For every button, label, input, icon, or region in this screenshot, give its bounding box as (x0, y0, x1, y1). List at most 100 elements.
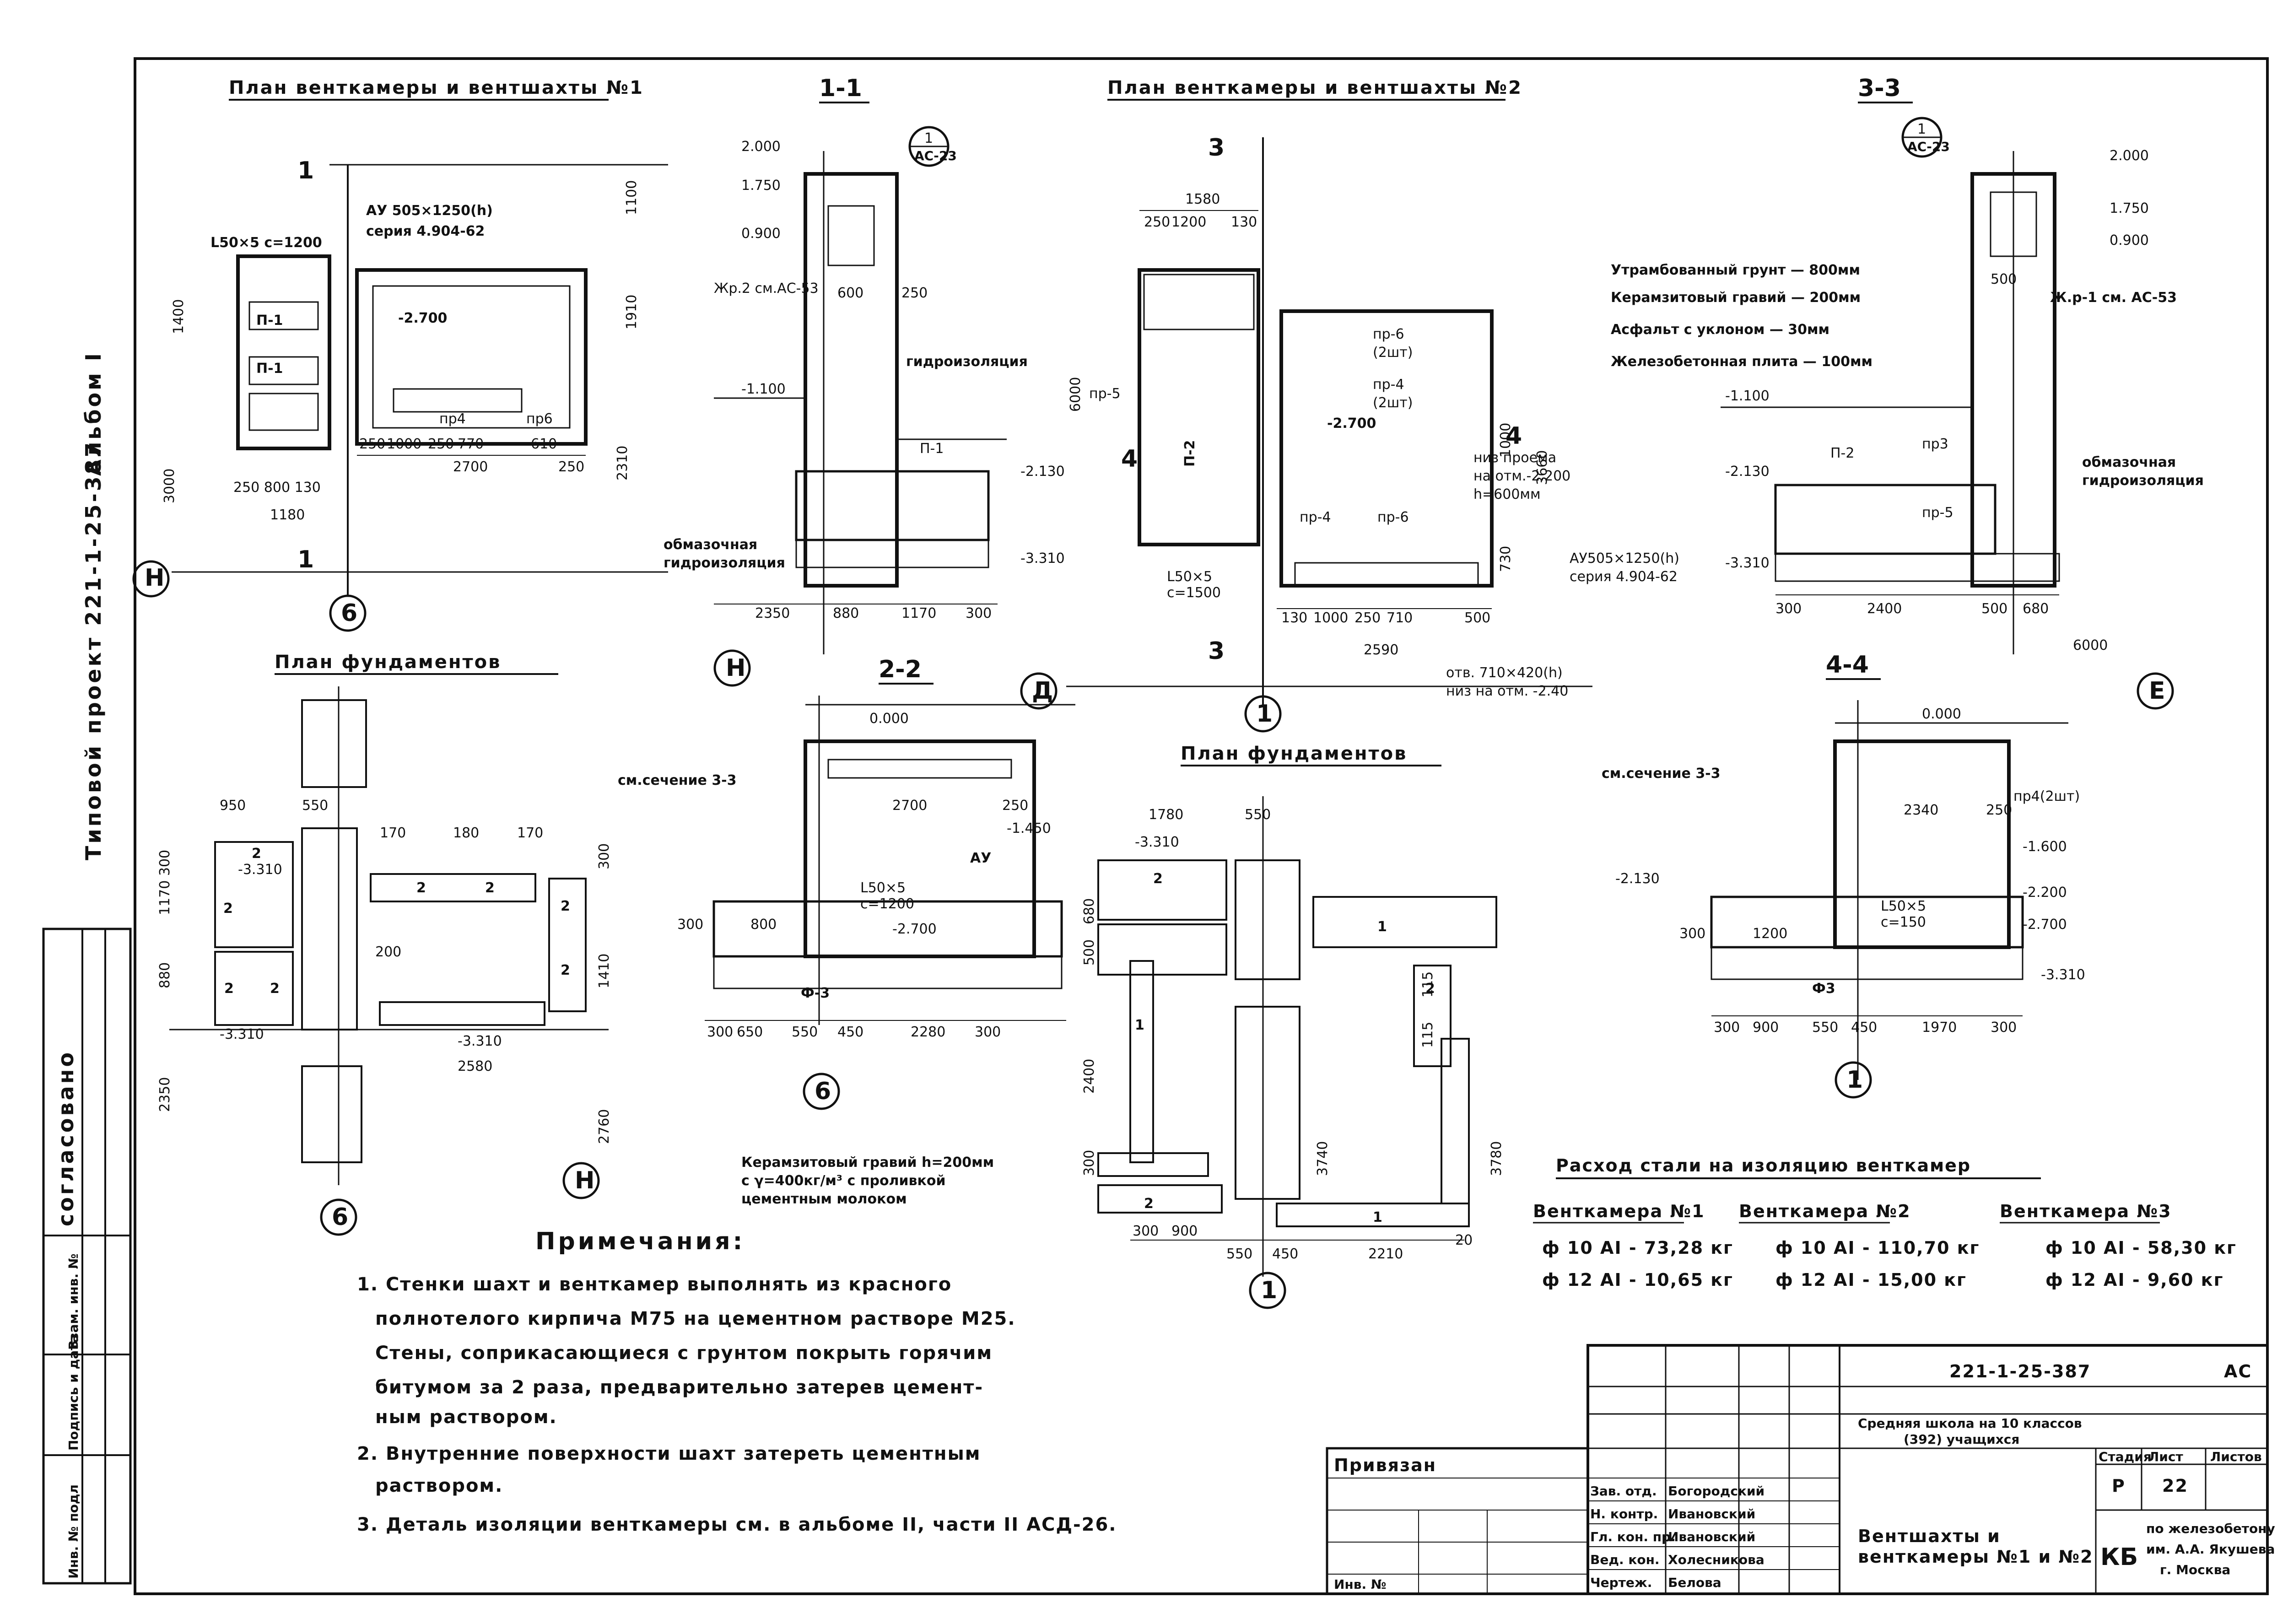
s11-level-3: -1.100 (741, 381, 786, 397)
found2-mark-4: 2 (1144, 1196, 1154, 1212)
s33-layer-1: Керамзитовый гравий — 200мм (1611, 290, 1861, 306)
axis-n-label-3: Н (575, 1167, 595, 1194)
s44-level-2: -2.200 (2023, 885, 2067, 901)
stamp-org2: им. А.А. Якушева (2146, 1542, 2275, 1557)
plan1-p1-b: П-1 (256, 361, 283, 377)
s44-level-3: -2.700 (2023, 917, 2067, 933)
s44-d1200: 1200 (1753, 926, 1787, 942)
s33-dim2: 500 (1981, 601, 2007, 617)
s22-au: АУ (970, 850, 991, 866)
plan2-pr4b: пр-4 (1300, 509, 1331, 525)
plan2-angle1: L50×5 (1167, 569, 1212, 585)
view-titles: План венткамеры и вентшахты №1 1-1 План … (229, 75, 1913, 766)
axis-6-marker-2 (320, 1198, 357, 1236)
stamp-role-2: Гл. кон. пр. (1590, 1529, 1676, 1544)
plan1-view: АУ 505×1250(h) серия 4.904-62 L50×5 с=12… (132, 157, 668, 632)
found1-dim-v4: 2760 (596, 1109, 612, 1144)
s11-detail-ref (908, 126, 950, 167)
s22-note2: с γ=400кг/м³ с проливкой (741, 1173, 946, 1189)
found1-level-1: -3.310 (220, 1026, 264, 1042)
notes-line-2: Стены, соприкасающиеся с грунтом покрыть… (375, 1343, 993, 1364)
found2-dim-b3: 450 (1272, 1246, 1298, 1262)
found1-dim-2580: 2580 (458, 1058, 492, 1074)
axis-6-label-1: 6 (341, 599, 357, 627)
signature-date-label: Подпись и дата (66, 1334, 81, 1451)
s11-p1: П-1 (920, 441, 944, 457)
section-4-4-view: 0.000 см.сечение 3-3 2340 250 пр4(2шт) -… (1602, 700, 2085, 1099)
plan2-opening1: низ проема (1473, 450, 1556, 466)
s33-layer-0: Утрамбованный грунт — 800мм (1611, 262, 1860, 278)
inv-original-label: Инв. № подл (66, 1484, 81, 1579)
plan2-pr6a-n: (2шт) (1373, 345, 1413, 361)
s33-level-4: -2.130 (1725, 464, 1770, 480)
s33-coat1: обмазочная (2082, 454, 2176, 470)
found2-mark-1: 1 (1377, 919, 1387, 935)
axis-1-label-1: 1 (1256, 700, 1273, 728)
s22-dim3: 450 (837, 1024, 863, 1040)
plan1-dim-v1: 3000 (162, 469, 178, 503)
s11-zhr: Жр.2 см.АС-53 (714, 281, 819, 297)
notes-line-7: 3. Деталь изоляции венткамеры см. в альб… (357, 1514, 1117, 1535)
axis-d-marker (1020, 672, 1058, 710)
found1-dim-t1: 550 (302, 798, 328, 814)
plan1-shaft (236, 254, 331, 450)
s11-coat2: гидроизоляция (664, 555, 785, 571)
found2-mark-3: 2 (1425, 981, 1435, 997)
s33-dim6000: 6000 (2073, 637, 2108, 653)
plan1-angle-label: L50×5 с=1200 (210, 235, 322, 251)
s22-d250: 250 (1002, 798, 1028, 814)
notes-line-4: ным раствором. (375, 1407, 557, 1428)
s11-ref-bot: АС-23 (914, 148, 957, 163)
plan2-dim-t3: 130 (1231, 214, 1257, 230)
plan2-dim-b1: 1000 (1313, 610, 1348, 626)
found2-dim-b5: 20 (1455, 1232, 1473, 1248)
plan1-dim-b1: 1000 (387, 436, 421, 452)
s44-dim4: 1970 (1922, 1020, 1957, 1036)
steel-col1-r1: ф 10 АI - 73,28 кг (1542, 1238, 1733, 1258)
s33-pr5: пр-5 (1922, 505, 1953, 521)
steel-title: Расход стали на изоляцию венткамер (1556, 1155, 1971, 1176)
plan1-chamber (355, 268, 588, 446)
found1-block-top (301, 699, 367, 788)
s11-d250: 250 (901, 285, 928, 301)
found1-dim-m0: 170 (380, 825, 406, 841)
stamp-name-2: Ивановский (1668, 1529, 1755, 1544)
stamp-role-4: Чертеж. (1590, 1575, 1652, 1590)
axis-n-label-2: Н (726, 654, 746, 682)
stamp-mark: АС (2224, 1361, 2252, 1381)
foundation-plan1-view: 950 550 170 180 170 1170 300 880 2350 14… (157, 686, 612, 1236)
s44-level-4: -3.310 (2041, 967, 2085, 983)
s33-pr3: пр3 (1922, 436, 1948, 452)
stamp-name-4: Белова (1668, 1575, 1721, 1590)
s22-level27: -2.700 (892, 921, 937, 937)
section-1-1-title: 1-1 (819, 75, 862, 102)
s33-level-0: 2.000 (2110, 148, 2149, 164)
plan1-dim-b0: 250 (359, 436, 385, 452)
axis-n-marker-3 (562, 1162, 600, 1199)
plan2-dim-v1: 3660 (1534, 450, 1550, 485)
s44-dim0: 300 (1714, 1020, 1740, 1036)
notes-line-0: 1. Стенки шахт и венткамер выполнять из … (357, 1274, 952, 1295)
found1-dim-t0: 950 (220, 798, 246, 814)
stamp-inv: Инв. № (1334, 1577, 1387, 1592)
stamp-sheet: 22 (2162, 1476, 2188, 1496)
steel-col3-r1: ф 10 АI - 58,30 кг (2045, 1238, 2237, 1258)
plan1-series-label: серия 4.904-62 (366, 223, 485, 239)
stamp-privyazan: Привязан (1334, 1455, 1436, 1475)
section-3-3-view: Утрамбованный грунт — 800мм Керамзитовый… (1611, 117, 2204, 710)
left-margin: Альбом I Типовой проект 221-1-25-387 сог… (42, 351, 132, 1585)
plan1-cut-bottom: 1 (297, 546, 314, 573)
found2-dim-v7: 115 (1420, 1022, 1436, 1048)
foundation-plan2-view: 1780 550 -3.310 680 500 2400 300 3740 37… (1081, 796, 1505, 1309)
plan1-pr4: пр4 (439, 411, 466, 427)
stamp-sheet-title1: Вентшахты и (1858, 1526, 2001, 1546)
found2-dim-b2: 550 (1226, 1246, 1252, 1262)
section-3-3-title: 3-3 (1858, 75, 1901, 102)
found1-level-0: -3.310 (238, 862, 282, 878)
sheet-frame (134, 57, 2269, 1595)
s22-dim5: 300 (975, 1024, 1001, 1040)
found1-dim-m1: 180 (453, 825, 479, 841)
plan2-dim-v3: 730 (1498, 546, 1514, 572)
plan1-dim-b2: 250 (428, 436, 454, 452)
s11-dim1: 880 (833, 605, 859, 621)
